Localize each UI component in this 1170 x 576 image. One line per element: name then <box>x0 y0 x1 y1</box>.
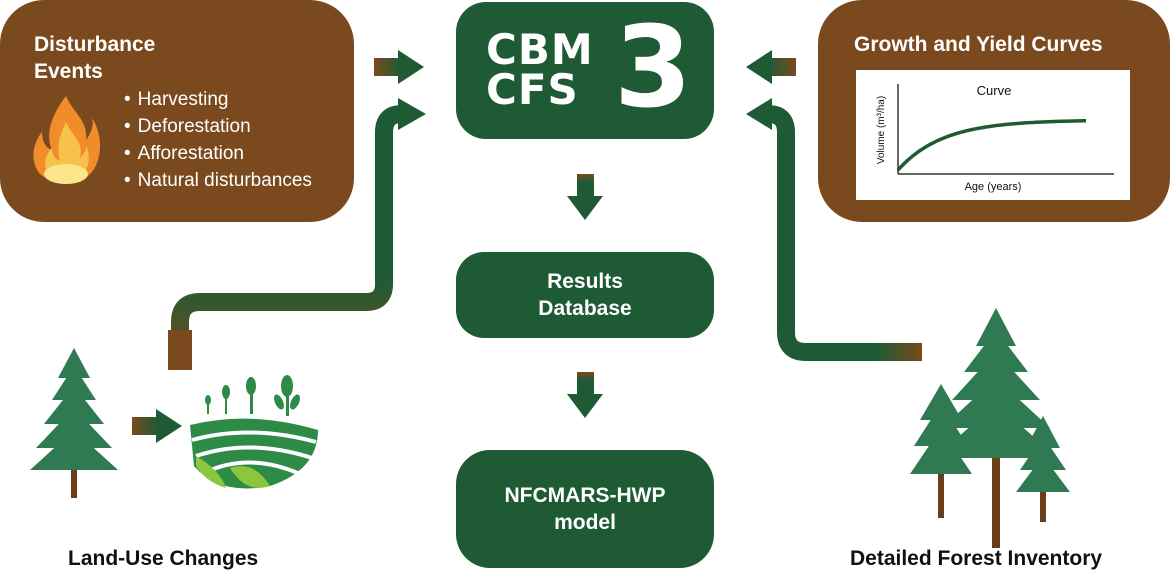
results-line2: Database <box>538 297 632 320</box>
disturbance-list: Harvesting Deforestation Afforestation N… <box>124 86 312 194</box>
growth-curve-line <box>896 118 1087 172</box>
disturbance-title-line2: Events <box>34 60 103 83</box>
disturbance-item-harvesting: Harvesting <box>124 86 312 113</box>
arrow-inventory-to-cbm <box>746 98 922 361</box>
spruce-tree-icon <box>30 348 118 498</box>
cbm-cfs3-model-box: CBM CFS 3 <box>456 2 714 139</box>
land-use-changes-label: Land-Use Changes <box>68 547 259 570</box>
nfcmars-hwp-box: NFCMARS-HWP model <box>456 450 714 568</box>
disturbance-events-panel: Disturbance Events Harvesting Deforestat… <box>0 0 354 222</box>
fire-icon <box>33 96 101 184</box>
curve-chart-title: Curve <box>977 83 1012 98</box>
nfcmars-line1: NFCMARS-HWP <box>504 484 666 507</box>
arrow-landuse-to-cbm <box>168 98 426 370</box>
results-line1: Results <box>547 270 623 293</box>
cfs-line: CFS <box>486 65 579 114</box>
disturbance-item-natural: Natural disturbances <box>124 167 312 194</box>
cbm-line: CBM <box>486 25 594 74</box>
growth-curve-chart: Curve Age (years) Volume (m³/ha) <box>856 70 1130 200</box>
detailed-forest-inventory-label: Detailed Forest Inventory <box>850 547 1103 570</box>
cbm-cfs-text: CBM CFS <box>486 25 594 114</box>
results-database-box: Results Database <box>456 252 714 338</box>
disturbance-title-line1: Disturbance <box>34 33 156 56</box>
curve-y-label: Volume (m³/ha) <box>876 96 887 164</box>
disturbance-item-afforestation: Afforestation <box>124 140 312 167</box>
disturbance-item-deforestation: Deforestation <box>124 113 312 140</box>
curve-x-label: Age (years) <box>965 181 1022 193</box>
arrow-disturbance-to-cbm <box>374 50 424 84</box>
cbm-version-number: 3 <box>614 3 692 133</box>
arrow-results-to-nfcmars <box>567 372 603 418</box>
arrow-growth-to-cbm <box>746 50 796 84</box>
arrow-cbm-to-results <box>567 174 603 220</box>
nfcmars-line2: model <box>554 511 616 534</box>
farmland-icon <box>190 375 318 489</box>
growth-title: Growth and Yield Curves <box>854 33 1103 56</box>
forest-trees-icon <box>910 308 1070 548</box>
growth-curve-svg: Curve Age (years) Volume (m³/ha) <box>876 83 1114 193</box>
arrow-tree-to-farmland <box>132 409 182 443</box>
